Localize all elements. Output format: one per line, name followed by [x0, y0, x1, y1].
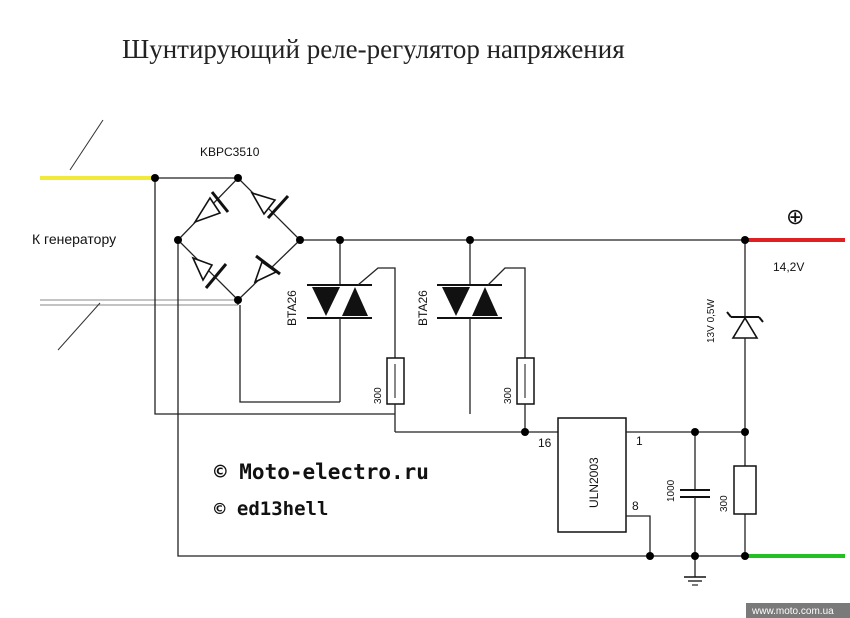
- junction-dot: [741, 236, 749, 244]
- triac-1-label: BTA26: [285, 290, 299, 326]
- junction-dot: [646, 552, 654, 560]
- bridge-diamond: [177, 177, 301, 301]
- junction-dot: [741, 552, 749, 560]
- generator-label: К генератору: [32, 231, 116, 247]
- resistor-1: 300: [373, 357, 405, 432]
- diode-4: [253, 254, 281, 284]
- zener-diode: 13V 0,5W: [706, 240, 764, 556]
- pin8-label: 8: [632, 499, 639, 513]
- junction-dot: [234, 174, 242, 182]
- bridge-rectifier: KBPC3510: [155, 145, 301, 305]
- junction-dot: [521, 428, 529, 436]
- capacitor: 1000: [666, 432, 710, 556]
- input-slash-bottom: [57, 302, 101, 351]
- voltage-label: 14,2V: [773, 260, 804, 274]
- diagram-title: Шунтирующий реле-регулятор напряжения: [122, 34, 625, 64]
- junction-dot: [174, 236, 182, 244]
- triac-2: BTA26: [416, 240, 526, 414]
- watermark-text: www.moto.com.ua: [751, 606, 834, 617]
- junction-dot: [151, 174, 159, 182]
- junction-dot: [741, 428, 749, 436]
- resistor-2-label: 300: [503, 387, 514, 404]
- diode-1: [193, 191, 230, 224]
- junction-dot: [336, 236, 344, 244]
- ic-label: ULN2003: [587, 457, 601, 508]
- plus-icon: ⊕: [786, 204, 804, 229]
- resistor-2: 300: [503, 357, 535, 432]
- junction-dot: [296, 236, 304, 244]
- triac-2-label: BTA26: [416, 290, 430, 326]
- junction-dots: [151, 174, 749, 560]
- diode-2: [250, 191, 290, 220]
- generator-input: К генератору: [32, 119, 238, 351]
- junction-dot: [691, 552, 699, 560]
- left-outer-wire: [154, 178, 395, 415]
- diode-3: [191, 256, 228, 289]
- watermark-bg: [746, 603, 850, 618]
- triac-1: BTA26: [239, 240, 396, 403]
- pin16-label: 16: [538, 436, 552, 450]
- ground-return-wire: [177, 240, 650, 557]
- capacitor-label: 1000: [666, 479, 677, 502]
- zener-label: 13V 0,5W: [706, 299, 717, 343]
- input-slash-top: [69, 119, 104, 171]
- resistor-1-label: 300: [373, 387, 384, 404]
- copyright-author: © ed13hell: [214, 498, 328, 520]
- junction-dot: [466, 236, 474, 244]
- pin1-label: 1: [636, 434, 643, 448]
- ground-icon: [684, 556, 706, 586]
- junction-dot: [234, 296, 242, 304]
- resistor-3: 300: [719, 465, 757, 515]
- copyright-site: © Moto-electro.ru: [214, 460, 429, 484]
- bridge-label: KBPC3510: [200, 145, 260, 159]
- junction-dot: [691, 428, 699, 436]
- uln2003-ic: ULN2003 1 8: [557, 417, 745, 556]
- resistor-3-label: 300: [719, 495, 730, 512]
